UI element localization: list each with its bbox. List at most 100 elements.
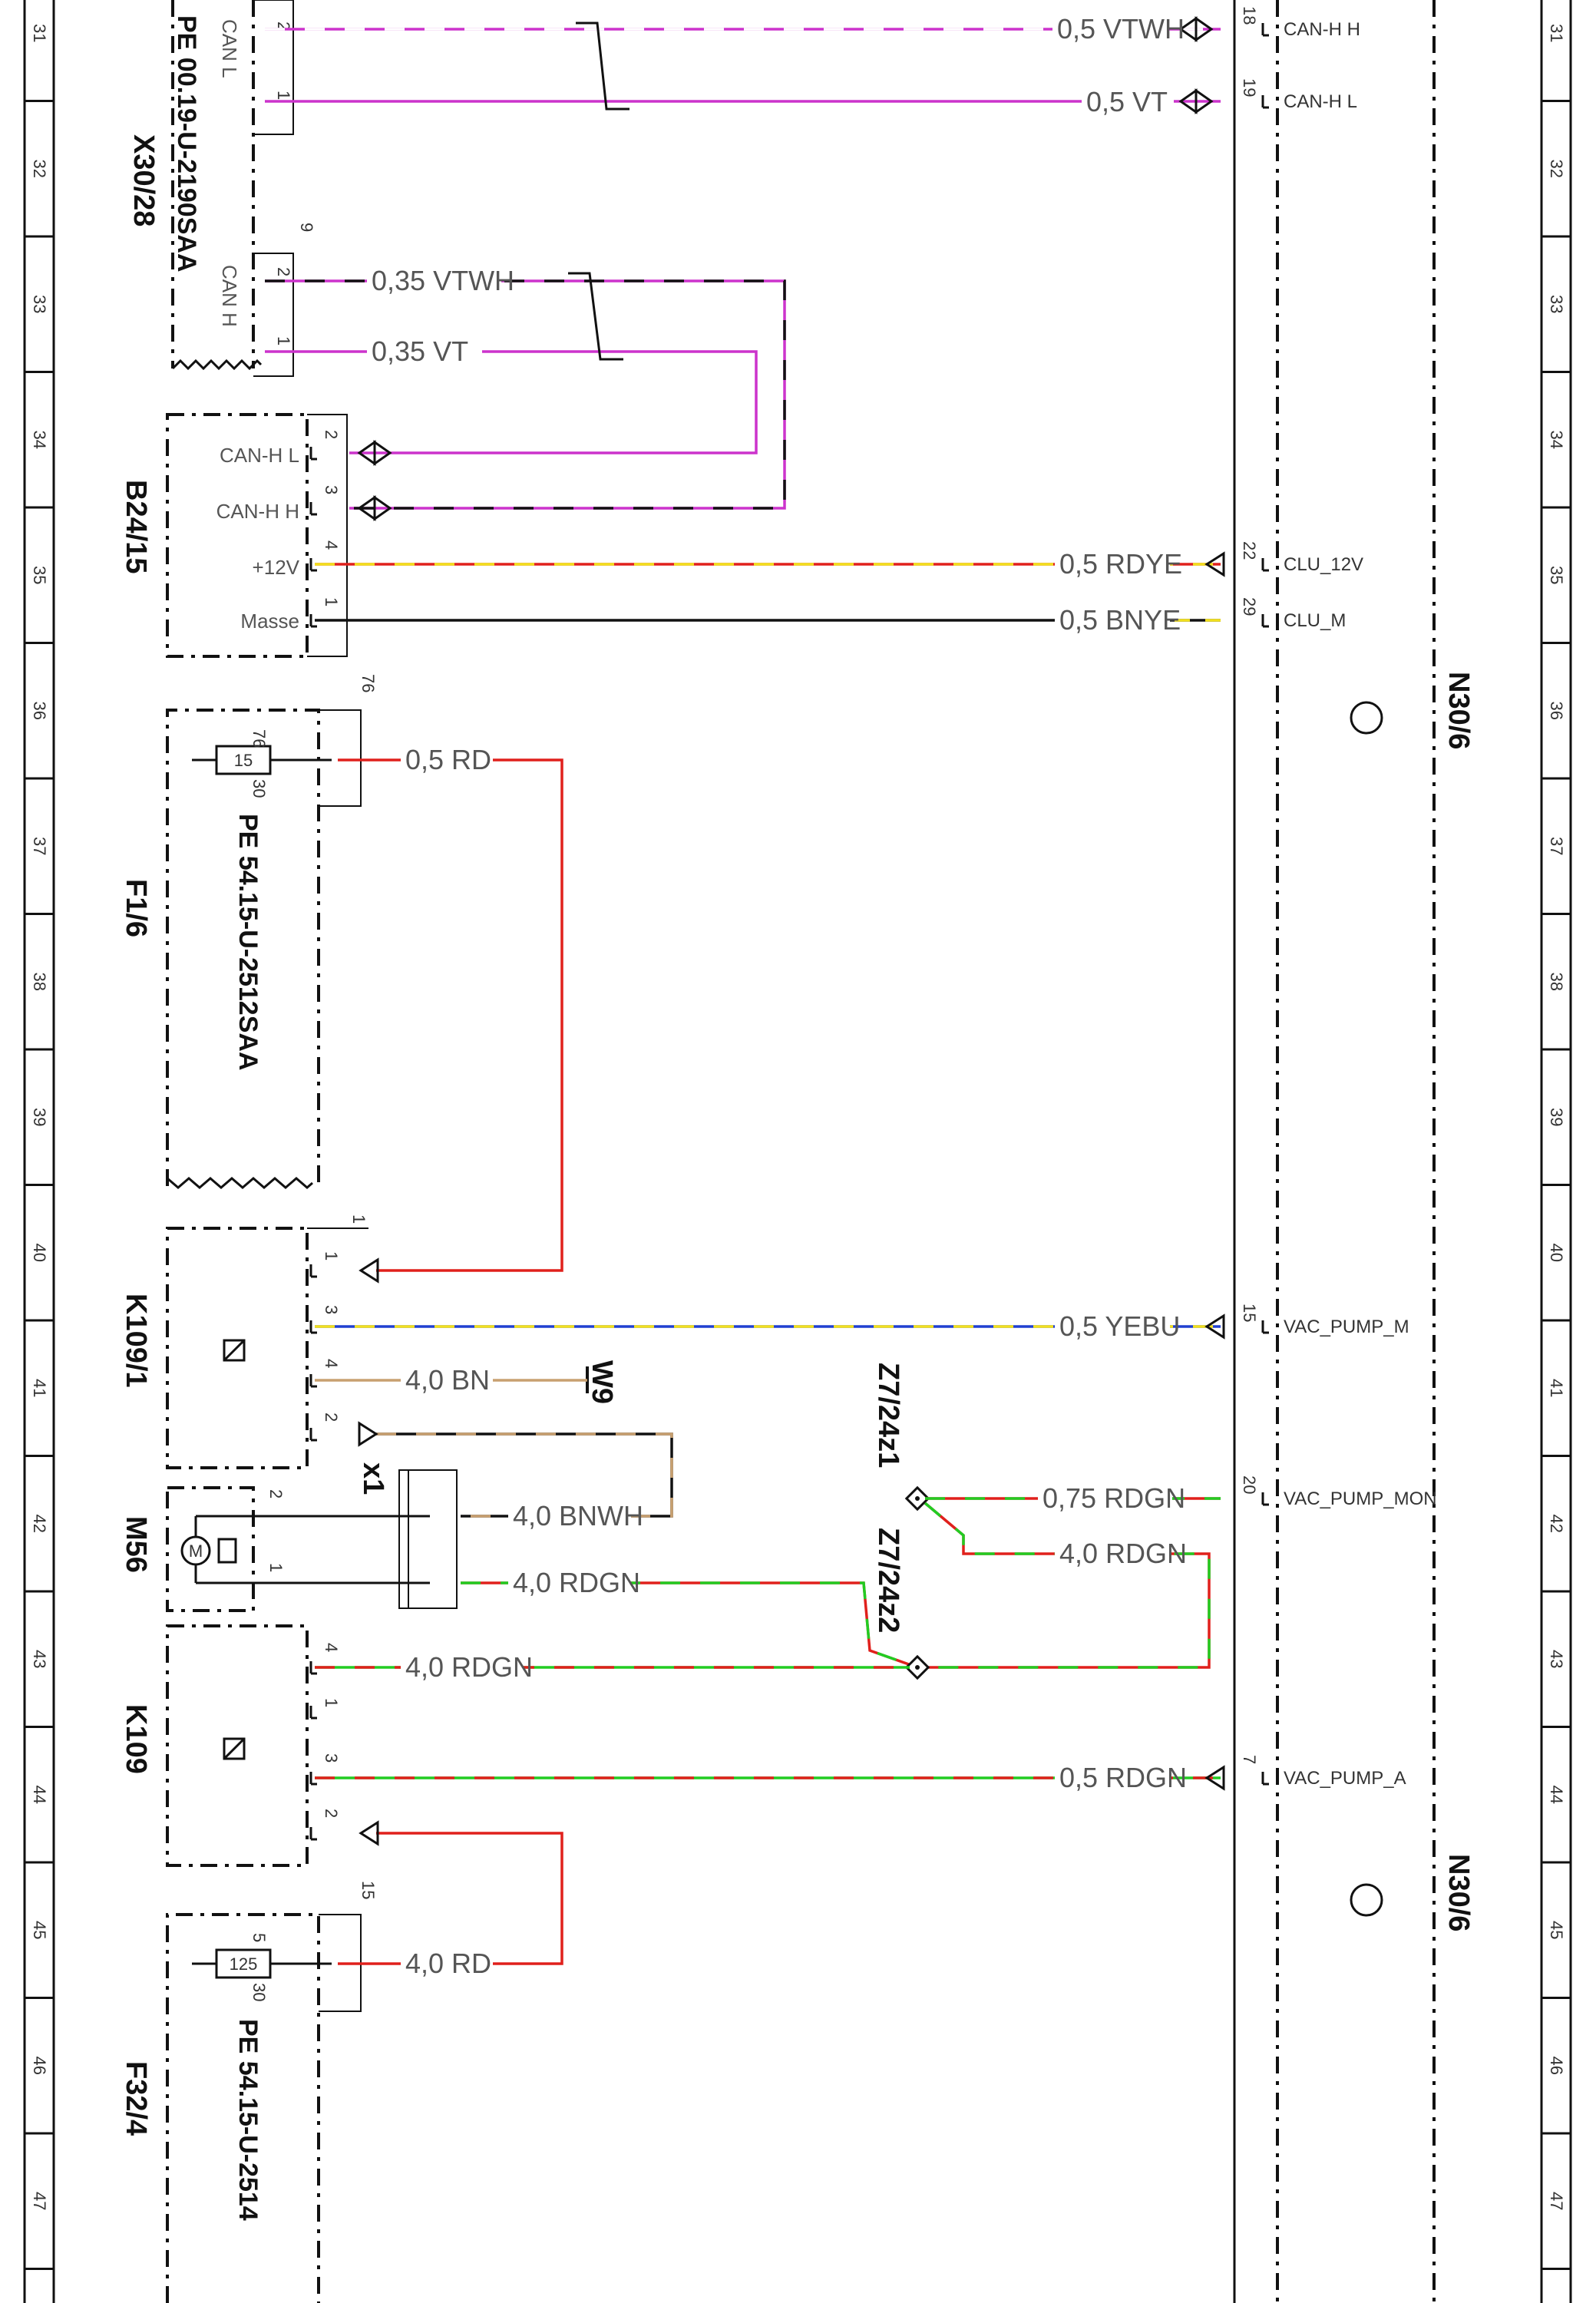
- b24-15-component[interactable]: B24/15 CAN-H L CAN-H H +12V Masse 2 3 4 …: [120, 413, 348, 658]
- label-f1-out: 0,5 RD: [405, 744, 491, 775]
- label-m56-bnwh-bg: [508, 1502, 631, 1533]
- n30-6-pin-number: 22: [1240, 541, 1259, 560]
- wire-f1-out[interactable]: [338, 758, 563, 1272]
- label-vac-pump-mon: 0,75 RDGN: [1043, 1482, 1185, 1514]
- row-number: 45: [1547, 1921, 1566, 1939]
- bus-arrow-icon: [1195, 88, 1214, 114]
- row-number: 42: [30, 1515, 49, 1533]
- b24-pinno-3: 3: [322, 485, 341, 494]
- pin-terminal: [309, 614, 317, 628]
- f1-6-top-pin: 76: [359, 674, 378, 692]
- n30-6-bottom[interactable]: N30/6: [1350, 1854, 1475, 1931]
- x30-pin-2b: 2: [274, 267, 293, 276]
- wire-can-l-mid[interactable]: [265, 350, 758, 454]
- x1-connector[interactable]: x1: [357, 1462, 458, 1609]
- k109-pin-3: 3: [322, 1753, 341, 1763]
- row-number: 35: [30, 566, 49, 584]
- m56-vacuum-pump-motor[interactable]: M M56 2 1: [120, 1486, 286, 1612]
- b24-pin-can-h: CAN-H H: [216, 500, 299, 523]
- f32-4-fuse-value: 125: [230, 1954, 258, 1974]
- f32-4-pin-in: 5: [249, 1933, 269, 1942]
- b24-pin-masse: Masse: [240, 610, 299, 633]
- f1-6-pin-out: 30: [249, 779, 269, 798]
- pin-terminal: [1261, 23, 1269, 37]
- n30-6-bottom-transistor-icon: [1350, 1883, 1383, 1917]
- right-row-ruler: [1540, 0, 1572, 2303]
- row-number: 42: [1547, 1515, 1566, 1533]
- label-clu-m-bg: [1055, 606, 1170, 637]
- label-m56-rdgn-bg: [508, 1569, 631, 1600]
- bus-arrow-icon: [1195, 16, 1214, 42]
- f32-4-label: F32/4: [120, 2061, 152, 2136]
- k109-pin-4: 4: [322, 1643, 341, 1652]
- wire-z1-out[interactable]: [924, 1502, 1211, 1669]
- arrow-left-icon: [359, 1257, 379, 1284]
- pin-terminal: [1261, 1772, 1269, 1786]
- arrow-left-icon: [1204, 551, 1225, 577]
- label-k109-1-w9: 4,0 BN: [405, 1364, 490, 1396]
- pin-terminal: [309, 1706, 317, 1720]
- arrow-left-icon: [1204, 1765, 1225, 1791]
- twisted-pair-symbol: [568, 272, 623, 361]
- wire-m56-rdgn[interactable]: [461, 1581, 918, 1669]
- n30-6-pin-number: 19: [1240, 78, 1259, 97]
- n30-6-pin-signal: CAN-H H: [1284, 19, 1360, 40]
- x30-pin-9: 9: [297, 223, 316, 232]
- label-m56-rdgn: 4,0 RDGN: [513, 1567, 640, 1598]
- k109-pin-2: 2: [322, 1809, 341, 1818]
- row-number: 38: [30, 973, 49, 991]
- bus-arrow-icon: [373, 495, 392, 521]
- pin-terminal: [309, 1827, 317, 1841]
- twisted-pair-symbol: [576, 21, 629, 111]
- row-number: 35: [1547, 566, 1566, 584]
- z7-24z2-label: Z7/24z2: [872, 1528, 904, 1633]
- f1-6-pin-in: 76: [249, 729, 269, 748]
- m56-pin-2: 2: [266, 1489, 286, 1498]
- label-clu-m: 0,5 BNYE: [1059, 604, 1181, 636]
- n30-6-top-label: N30/6: [1442, 672, 1475, 749]
- label-k109-4-bg: [401, 1654, 524, 1684]
- row-number: 46: [1547, 2057, 1566, 2075]
- row-number: 40: [1547, 1244, 1566, 1262]
- label-can-l-mid: 0,35 VT: [372, 335, 468, 367]
- x30-28-connector[interactable]: 2 1 9 2 1 CAN L CAN H PE 00.19-U-2190SAA…: [127, 0, 316, 377]
- label-z1-out: 4,0 RDGN: [1059, 1538, 1187, 1569]
- pin-terminal: [1261, 1492, 1269, 1506]
- z7-24z2-splice: Z7/24z2: [872, 1528, 904, 1633]
- row-number: 36: [30, 702, 49, 720]
- m56-motor-symbol: M: [189, 1541, 203, 1561]
- x30-28-ref: PE 00.19-U-2190SAA: [172, 15, 201, 273]
- pin-terminal: [309, 558, 317, 572]
- label-vac-pump-m-bg: [1055, 1313, 1170, 1343]
- n30-6-pin-signal: CLU_12V: [1284, 554, 1363, 575]
- f1-6-component[interactable]: 15 76 30 76 PE 54.15-U-2512SAA F1/6: [120, 674, 378, 1189]
- x1-label: x1: [357, 1462, 389, 1495]
- label-can-h-top: 0,5 VTWH: [1057, 13, 1185, 45]
- x30-pin-1: 1: [274, 91, 293, 100]
- row-number: 44: [1547, 1786, 1566, 1804]
- x30-can-h-label: CAN H: [218, 265, 241, 327]
- m56-pin-1: 1: [266, 1563, 286, 1572]
- n30-6-top[interactable]: N30/6: [1350, 672, 1475, 749]
- row-number: 40: [30, 1244, 49, 1262]
- z7-24z1-splice: Z7/24z1: [872, 1363, 904, 1468]
- k109-relay[interactable]: K109 4 1 3 2: [120, 1624, 341, 1867]
- f32-4-component[interactable]: 125 5 30 15 PE 54.15-U-2514 F32/4: [120, 1881, 378, 2303]
- row-number: 36: [1547, 702, 1566, 720]
- row-number: 47: [30, 2192, 49, 2210]
- pin-terminal: [309, 447, 317, 461]
- n30-6-pin-number: 7: [1240, 1755, 1259, 1764]
- n30-6-pin-signal: VAC_PUMP_MON: [1284, 1489, 1437, 1509]
- wire-can-h-mid[interactable]: [265, 279, 786, 510]
- k109-1-pin-1: 1: [322, 1251, 341, 1261]
- k109-1-relay[interactable]: K109/1 1 1 3 4 2: [120, 1214, 368, 1469]
- b24-pin-12v: +12V: [253, 556, 300, 579]
- row-number: 44: [30, 1786, 49, 1804]
- k109-1-pin-2: 2: [322, 1413, 341, 1422]
- label-can-l-top: 0,5 VT: [1086, 86, 1168, 117]
- x30-28-label: X30/28: [127, 134, 160, 226]
